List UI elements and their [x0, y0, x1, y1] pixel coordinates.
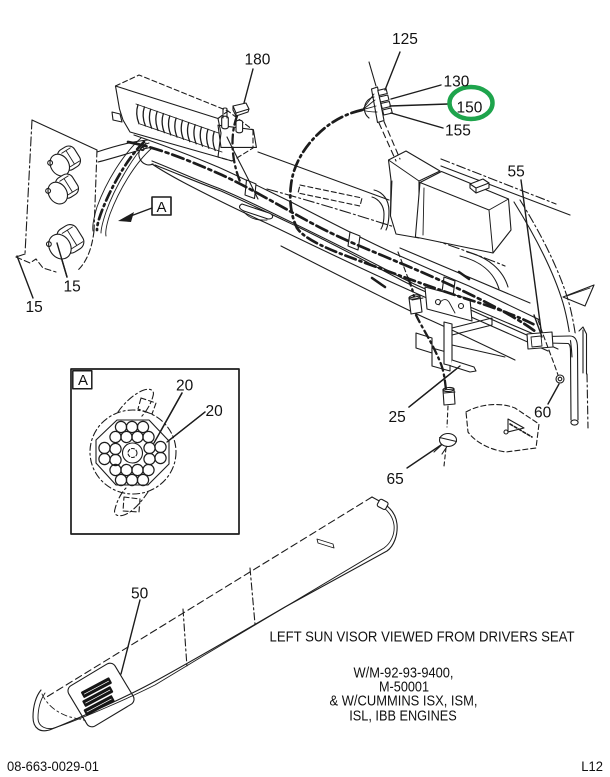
svg-text:55: 55: [508, 164, 525, 181]
svg-text:M-50001: M-50001: [379, 679, 429, 696]
svg-text:15: 15: [26, 299, 43, 316]
svg-text:LEFT SUN VISOR VIEWED FROM DRI: LEFT SUN VISOR VIEWED FROM DRIVERS SEAT: [270, 629, 575, 646]
svg-text:15: 15: [64, 279, 81, 296]
svg-text:A: A: [157, 199, 167, 216]
svg-text:A: A: [78, 372, 88, 389]
svg-text:L12: L12: [581, 758, 603, 774]
svg-text:50: 50: [131, 586, 149, 603]
svg-text:20: 20: [176, 378, 194, 395]
svg-text:180: 180: [245, 52, 271, 69]
svg-text:ISL, IBB ENGINES: ISL, IBB ENGINES: [349, 707, 457, 724]
svg-text:25: 25: [389, 409, 406, 426]
svg-text:60: 60: [534, 405, 552, 422]
svg-text:08-663-0029-01: 08-663-0029-01: [7, 758, 99, 774]
svg-text:125: 125: [392, 31, 418, 48]
svg-text:150: 150: [457, 100, 483, 117]
svg-text:155: 155: [445, 123, 471, 140]
svg-text:20: 20: [206, 403, 224, 420]
svg-text:130: 130: [444, 74, 470, 91]
svg-text:65: 65: [387, 471, 404, 488]
svg-text:& W/CUMMINS ISX, ISM,: & W/CUMMINS ISX, ISM,: [330, 693, 478, 710]
svg-text:W/M-92-93-9400,: W/M-92-93-9400,: [354, 665, 454, 682]
